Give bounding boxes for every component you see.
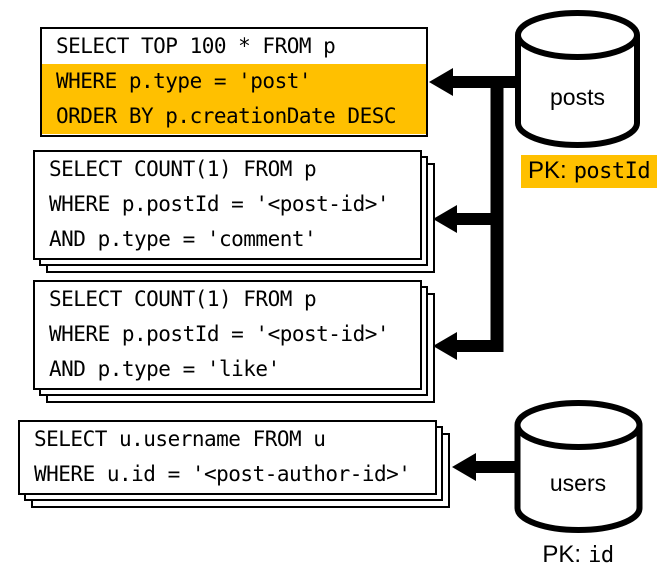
sql-line: SELECT COUNT(1) FROM p [49,157,317,181]
pk-field-name: postId [573,159,651,184]
sql-line-highlighted: ORDER BY p.creationDate DESC [42,99,426,134]
sql-line-highlighted: WHERE p.type = 'post' [42,64,426,99]
pk-field-name: id [588,543,614,568]
arrow-posts-to-like-query-shaft [455,340,503,352]
sql-line: SELECT TOP 100 * FROM p [56,34,336,58]
arrow-posts-to-comment-query-head [433,205,457,233]
arrow-posts-to-like-query-head [433,332,457,360]
sql-line: WHERE p.postId = '<post-id>' [49,192,390,216]
query-box-top-posts: SELECT TOP 100 * FROM p WHERE p.type = '… [40,27,428,137]
arrow-posts-to-top-query-head [429,68,453,96]
arrow-users-head [452,453,476,481]
sql-line: SELECT u.username FROM u [34,427,326,451]
sql-line: SELECT COUNT(1) FROM p [49,287,317,311]
posts-database-icon [515,10,640,148]
posts-pk-label: PK: postId [521,155,658,188]
query-box-like-count: SELECT COUNT(1) FROM p WHERE p.postId = … [33,280,435,403]
query-box-username: SELECT u.username FROM u WHERE u.id = '<… [18,420,450,508]
query-box-comment-count: SELECT COUNT(1) FROM p WHERE p.postId = … [33,150,435,273]
arrow-posts-to-top-query-shaft [450,76,516,88]
arrow-posts-to-comment-query-shaft [455,213,503,225]
users-db-label: users [549,470,607,496]
arrow-users-to-username-query [452,453,518,481]
sql-line: WHERE u.id = '<post-author-id>' [34,462,411,486]
pk-prefix: PK: [542,541,582,568]
users-database-icon [514,400,643,533]
posts-db-label: posts [550,84,605,110]
users-pk-label: PK: id [517,540,639,571]
sql-line: AND p.type = 'comment' [49,227,317,251]
pk-prefix: PK: [528,157,567,184]
sql-line: AND p.type = 'like' [49,357,280,381]
arrows-posts-to-queries [429,68,516,360]
arrow-users-shaft [474,461,518,473]
sql-line: WHERE p.postId = '<post-id>' [49,322,390,346]
